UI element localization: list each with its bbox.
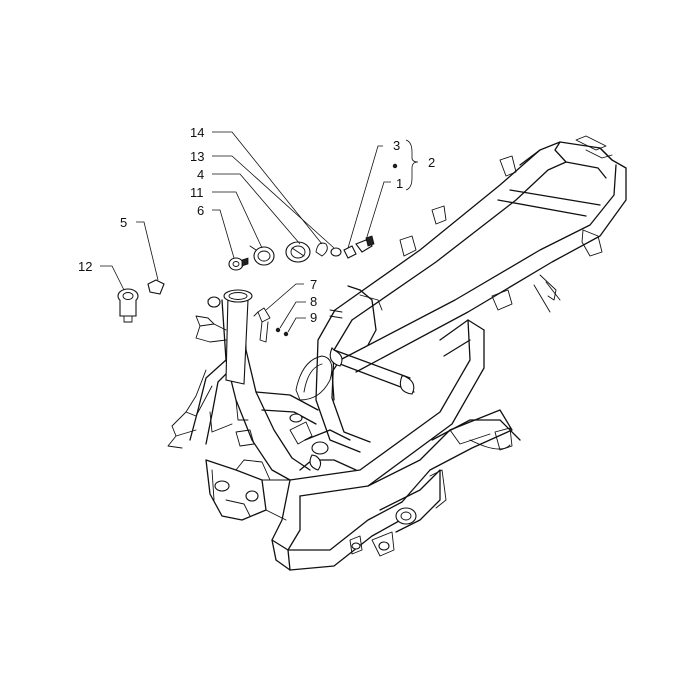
leader-lines (100, 131, 419, 333)
callout-14: 14 (190, 125, 204, 140)
callout-4: 4 (197, 167, 204, 182)
callout-2: 2 (428, 155, 435, 170)
callout-11: 11 (190, 185, 204, 200)
lever-part (355, 235, 375, 253)
callout-7: 7 (310, 277, 317, 292)
spring-part (249, 245, 275, 266)
bracket-part (253, 307, 271, 343)
callout-12: 12 (78, 259, 92, 274)
cover-cap-part (147, 279, 165, 295)
steering-head-tube (225, 295, 249, 385)
callout-8: 8 (310, 294, 317, 309)
callout-13: 13 (190, 149, 204, 164)
rivet-part (343, 245, 357, 259)
scooter-frame (167, 135, 627, 571)
washer-part (330, 247, 342, 257)
connector-part (117, 288, 139, 323)
callout-labels: 14 13 4 11 6 5 12 3 2 1 7 8 9 (78, 125, 435, 325)
lock-barrel-part (285, 241, 311, 263)
ring-part (228, 257, 249, 271)
callout-5: 5 (120, 215, 127, 230)
callout-1: 1 (396, 176, 403, 191)
callout-6: 6 (197, 203, 204, 218)
pin-parts (275, 327, 289, 337)
callout-9: 9 (310, 310, 317, 325)
clip-part (315, 242, 328, 257)
group-dot (392, 163, 398, 169)
callout-3: 3 (393, 138, 400, 153)
